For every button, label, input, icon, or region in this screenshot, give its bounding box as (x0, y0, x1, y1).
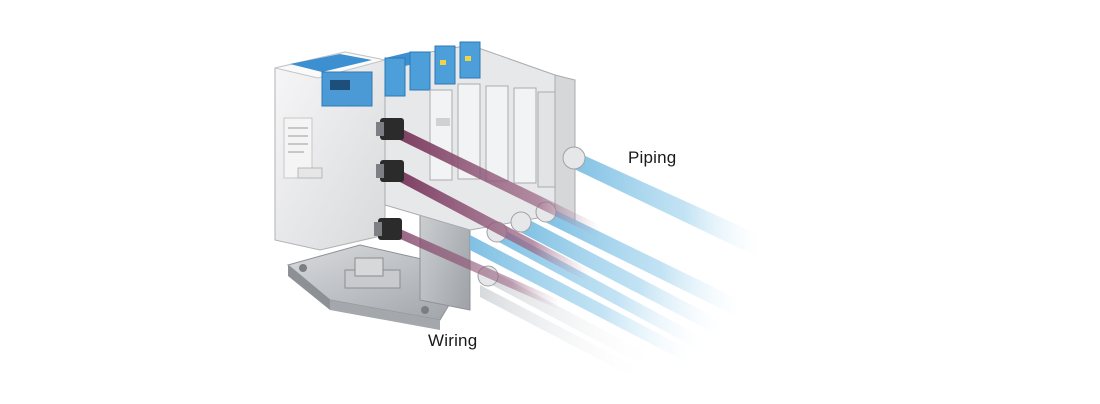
piping-label: Piping (628, 148, 677, 167)
wiring-label: Wiring (428, 331, 478, 350)
serial-unit-housing (274, 51, 386, 251)
wiring-cables (374, 118, 600, 310)
